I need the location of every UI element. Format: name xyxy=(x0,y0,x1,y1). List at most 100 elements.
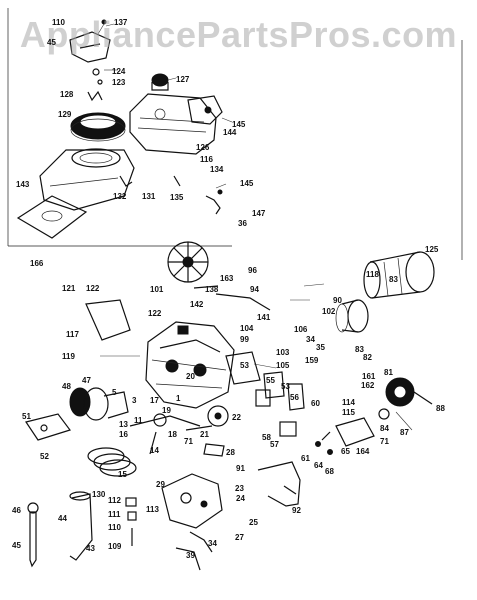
callout-label: 35 xyxy=(316,343,325,352)
callout-label: 121 xyxy=(62,284,76,293)
callout-label: 39 xyxy=(186,551,195,560)
recoil-starter-part xyxy=(69,387,129,421)
flywheel-part xyxy=(167,241,219,289)
callout-label: 96 xyxy=(248,266,257,275)
callout-label: 101 xyxy=(150,285,164,294)
callout-label: 13 xyxy=(119,420,128,429)
callout-label: 103 xyxy=(276,348,290,357)
callout-label: 34 xyxy=(208,539,217,548)
callout-label: 16 xyxy=(119,430,128,439)
callout-label: 17 xyxy=(150,396,159,405)
throttle-bracket-part xyxy=(25,413,71,441)
callout-label: 119 xyxy=(62,352,75,361)
callout-label: 134 xyxy=(210,165,224,174)
callout-label: 105 xyxy=(276,361,290,370)
callout-label: 11 xyxy=(134,416,143,425)
callout-label: 71 xyxy=(380,437,389,446)
callout-label: 28 xyxy=(226,448,235,457)
callout-label: 131 xyxy=(142,192,156,201)
callout-label: 129 xyxy=(58,110,72,119)
jet-part xyxy=(125,497,137,546)
callout-label: 104 xyxy=(240,324,254,333)
callout-label: 18 xyxy=(168,430,177,439)
callout-label: 135 xyxy=(170,193,184,202)
callout-label: 137 xyxy=(114,18,128,27)
callout-label: 106 xyxy=(294,325,308,334)
callout-label: 43 xyxy=(86,544,95,553)
callout-label: 51 xyxy=(22,412,31,421)
callout-label: 48 xyxy=(62,382,71,391)
callout-label: 46 xyxy=(12,506,21,515)
callout-label: 56 xyxy=(290,393,299,402)
callout-label: 125 xyxy=(425,245,439,254)
leader-lines xyxy=(100,23,413,431)
callout-label: 55 xyxy=(266,376,275,385)
governor-housing-part xyxy=(385,377,433,407)
callout-label: 145 xyxy=(240,179,254,188)
callout-label: 142 xyxy=(190,300,204,309)
blower-housing-part xyxy=(39,148,135,211)
callout-label: 161 xyxy=(362,372,376,381)
callout-label: 163 xyxy=(220,274,234,283)
spring-part xyxy=(175,547,201,571)
callout-label: 19 xyxy=(162,406,171,415)
callout-label: 102 xyxy=(322,307,336,316)
callout-label: 138 xyxy=(205,285,219,294)
muffler-part xyxy=(363,251,435,299)
gasket-part xyxy=(255,389,297,437)
callout-label: 57 xyxy=(270,440,279,449)
callout-label: 94 xyxy=(250,285,259,294)
callout-label: 58 xyxy=(262,433,271,442)
callout-label: 159 xyxy=(305,356,319,365)
callout-label: 61 xyxy=(301,454,310,463)
callout-label: 68 xyxy=(325,467,334,476)
callout-label: 164 xyxy=(356,447,370,456)
linkage-part xyxy=(173,175,223,215)
callout-label: 60 xyxy=(311,399,320,408)
callout-label: 83 xyxy=(389,275,398,284)
screw-part xyxy=(119,175,133,187)
callout-label: 22 xyxy=(232,413,241,422)
callout-label: 53 xyxy=(240,361,249,370)
callout-label: 15 xyxy=(118,470,127,479)
callout-label: 90 xyxy=(333,296,342,305)
callout-label: 23 xyxy=(235,484,244,493)
callout-label: 44 xyxy=(58,514,67,523)
callout-label: 166 xyxy=(30,259,44,268)
callout-label: 21 xyxy=(200,430,209,439)
callout-label: 122 xyxy=(148,309,162,318)
callout-label: 124 xyxy=(112,67,126,76)
callout-label: 145 xyxy=(232,120,246,129)
callout-label: 130 xyxy=(92,490,106,499)
callout-label: 144 xyxy=(223,128,237,137)
callout-label: 5 xyxy=(112,388,117,397)
callout-label: 114 xyxy=(342,398,355,407)
callout-label: 141 xyxy=(257,313,271,322)
callout-label: 162 xyxy=(361,381,375,390)
callout-label: 3 xyxy=(132,396,137,405)
callout-label: 25 xyxy=(249,518,258,527)
callout-label: 53 xyxy=(281,382,290,391)
callout-label: 29 xyxy=(156,480,165,489)
callout-label: 52 xyxy=(40,452,49,461)
callout-label: 65 xyxy=(341,447,350,456)
callout-label: 92 xyxy=(292,506,301,515)
callout-label: 27 xyxy=(235,533,244,542)
callout-label: 116 xyxy=(200,155,213,164)
fuel-tube-part xyxy=(69,491,93,561)
callout-label: 87 xyxy=(400,428,409,437)
callout-label: 34 xyxy=(306,335,315,344)
clip-part xyxy=(87,90,103,102)
fastener-part xyxy=(315,431,333,455)
callout-label: 118 xyxy=(366,270,379,279)
lower-carburetor-part xyxy=(161,473,223,553)
callout-label: 117 xyxy=(66,330,79,339)
callout-label: 147 xyxy=(252,209,266,218)
callout-label: 84 xyxy=(380,424,389,433)
callout-label: 111 xyxy=(108,510,121,519)
callout-label: 127 xyxy=(176,75,190,84)
callout-label: 1 xyxy=(176,394,181,403)
callout-label: 113 xyxy=(146,505,159,514)
